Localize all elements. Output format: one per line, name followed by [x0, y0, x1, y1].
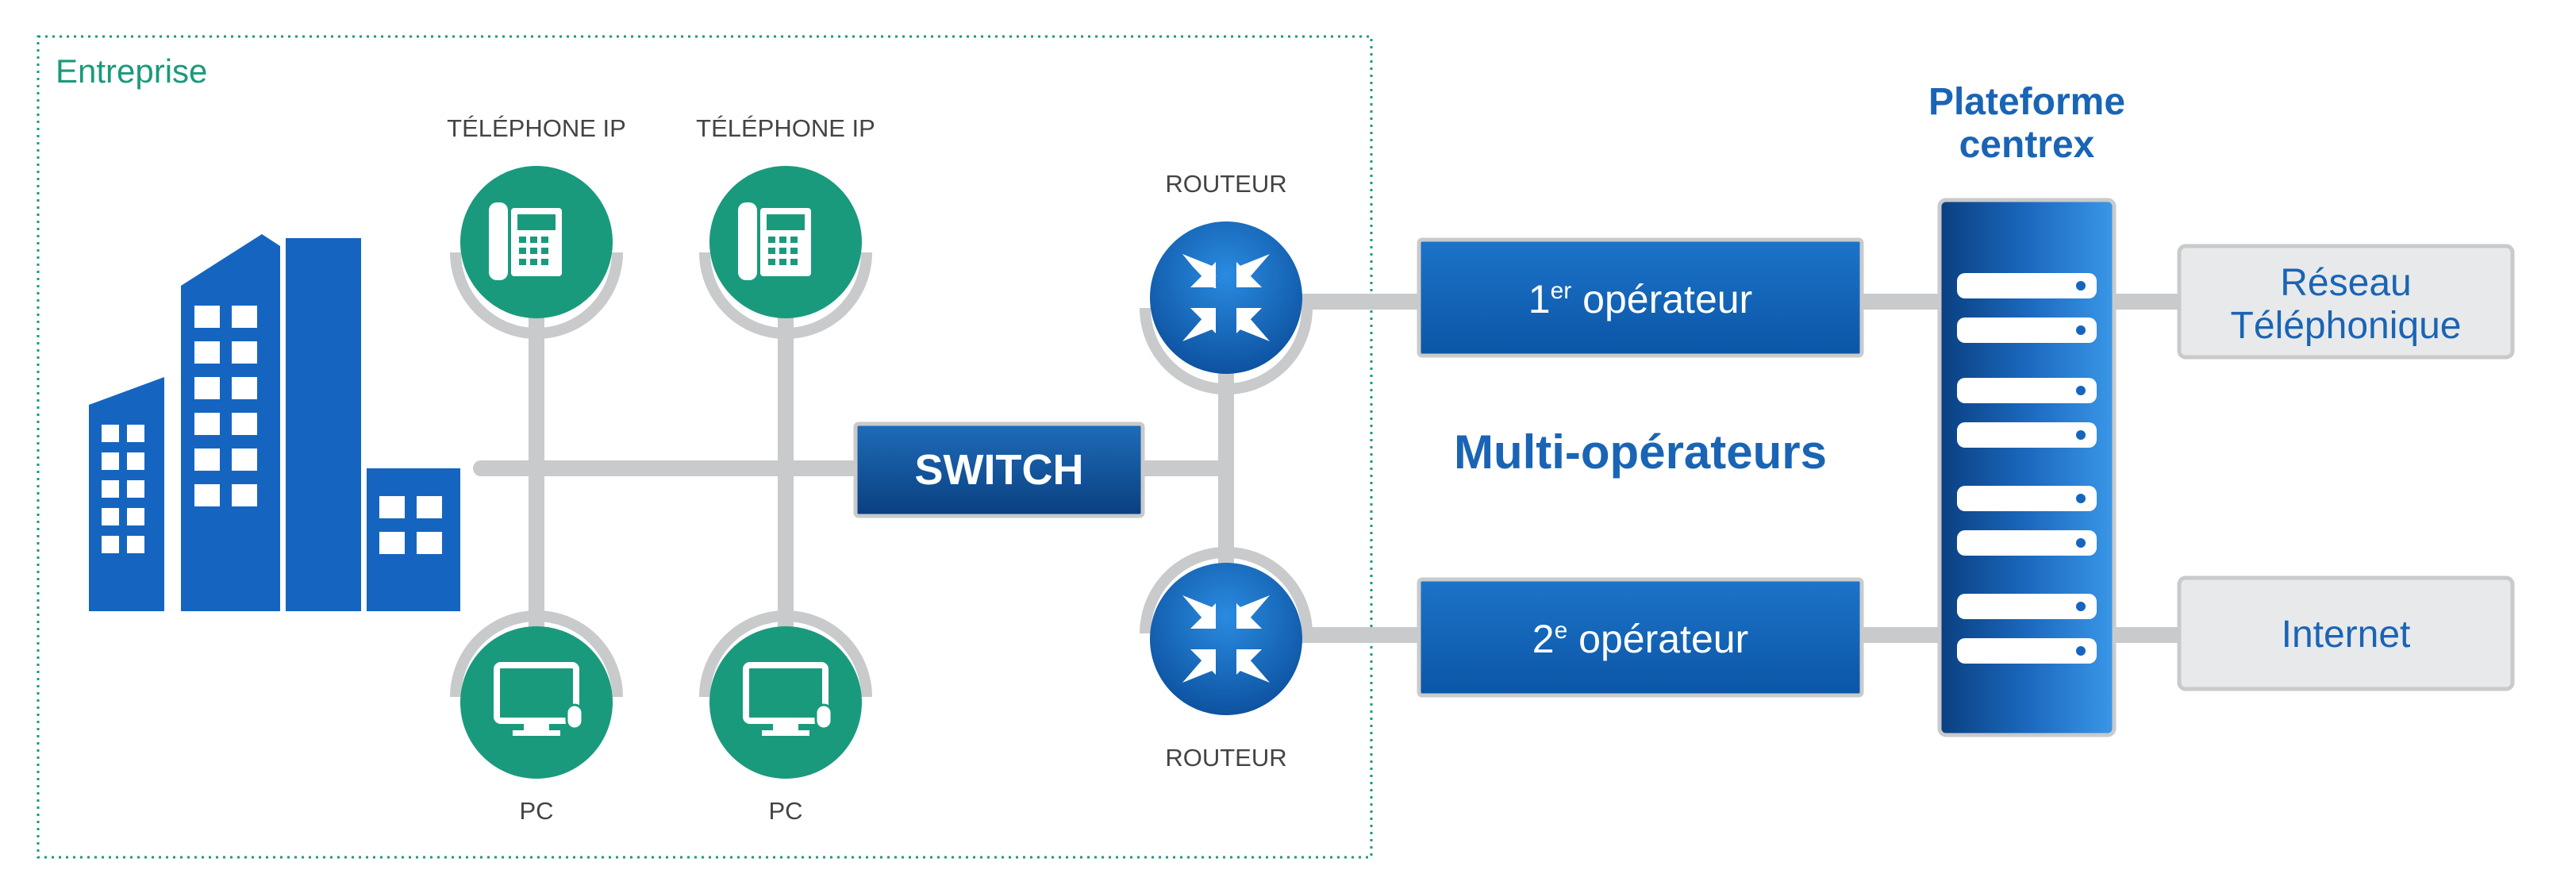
router-top: ROUTEUR	[1140, 170, 1313, 395]
ip-phone-1: TÉLÉPHONE IP	[447, 114, 626, 339]
operator-2-number: 2	[1532, 617, 1555, 661]
monitor-icon	[494, 662, 584, 736]
switch-label: SWITCH	[915, 446, 1084, 494]
pc-1-label: PC	[519, 797, 553, 825]
phone-network-line2: Téléphonique	[2231, 305, 2462, 347]
operator-1-text: opérateur	[1571, 277, 1752, 321]
platform-title-line1: Plateforme	[1928, 81, 2125, 123]
ip-phone-1-label: TÉLÉPHONE IP	[447, 114, 626, 142]
monitor-icon	[743, 662, 833, 736]
operator-1-number: 1	[1528, 277, 1551, 321]
multi-operators-label: Multi-opérateurs	[1454, 425, 1827, 479]
ip-phone-2: TÉLÉPHONE IP	[696, 114, 875, 339]
svg-text:1er opérateur: 1er opérateur	[1528, 277, 1752, 321]
desk-phone-icon	[738, 202, 811, 280]
pc-2-label: PC	[768, 797, 802, 825]
enterprise-frame	[37, 35, 1373, 859]
svg-text:2e opérateur: 2e opérateur	[1532, 617, 1748, 661]
operator-2-superscript: e	[1555, 618, 1568, 644]
desk-phone-icon	[489, 202, 562, 280]
internet-box: Internet	[2177, 575, 2515, 691]
pc-2: PC	[699, 610, 872, 825]
router-arrows-icon	[1182, 254, 1270, 341]
ip-phone-2-label: TÉLÉPHONE IP	[696, 114, 875, 142]
phone-network-box: Réseau Téléphonique	[2177, 244, 2515, 360]
router-top-label: ROUTEUR	[1165, 170, 1286, 198]
router-bottom: ROUTEUR	[1140, 547, 1313, 772]
operator-1-box: 1er opérateur	[1417, 237, 1864, 358]
operator-1-superscript: er	[1551, 278, 1572, 304]
phone-network-line1: Réseau	[2280, 262, 2411, 304]
switch-box: SWITCH	[853, 421, 1145, 518]
operator-2-text: opérateur	[1567, 617, 1748, 661]
enterprise-label: Entreprise	[56, 52, 207, 90]
internet-label: Internet	[2282, 614, 2411, 656]
platform-title-line2: centrex	[1959, 124, 2095, 166]
operator-2-box: 2e opérateur	[1417, 577, 1864, 698]
connection-lines	[473, 294, 2198, 643]
building-icon	[89, 234, 460, 611]
router-bottom-label: ROUTEUR	[1165, 744, 1286, 772]
pc-1: PC	[450, 610, 623, 825]
router-arrows-icon	[1182, 595, 1270, 683]
server-rack-icon	[1937, 198, 2117, 737]
